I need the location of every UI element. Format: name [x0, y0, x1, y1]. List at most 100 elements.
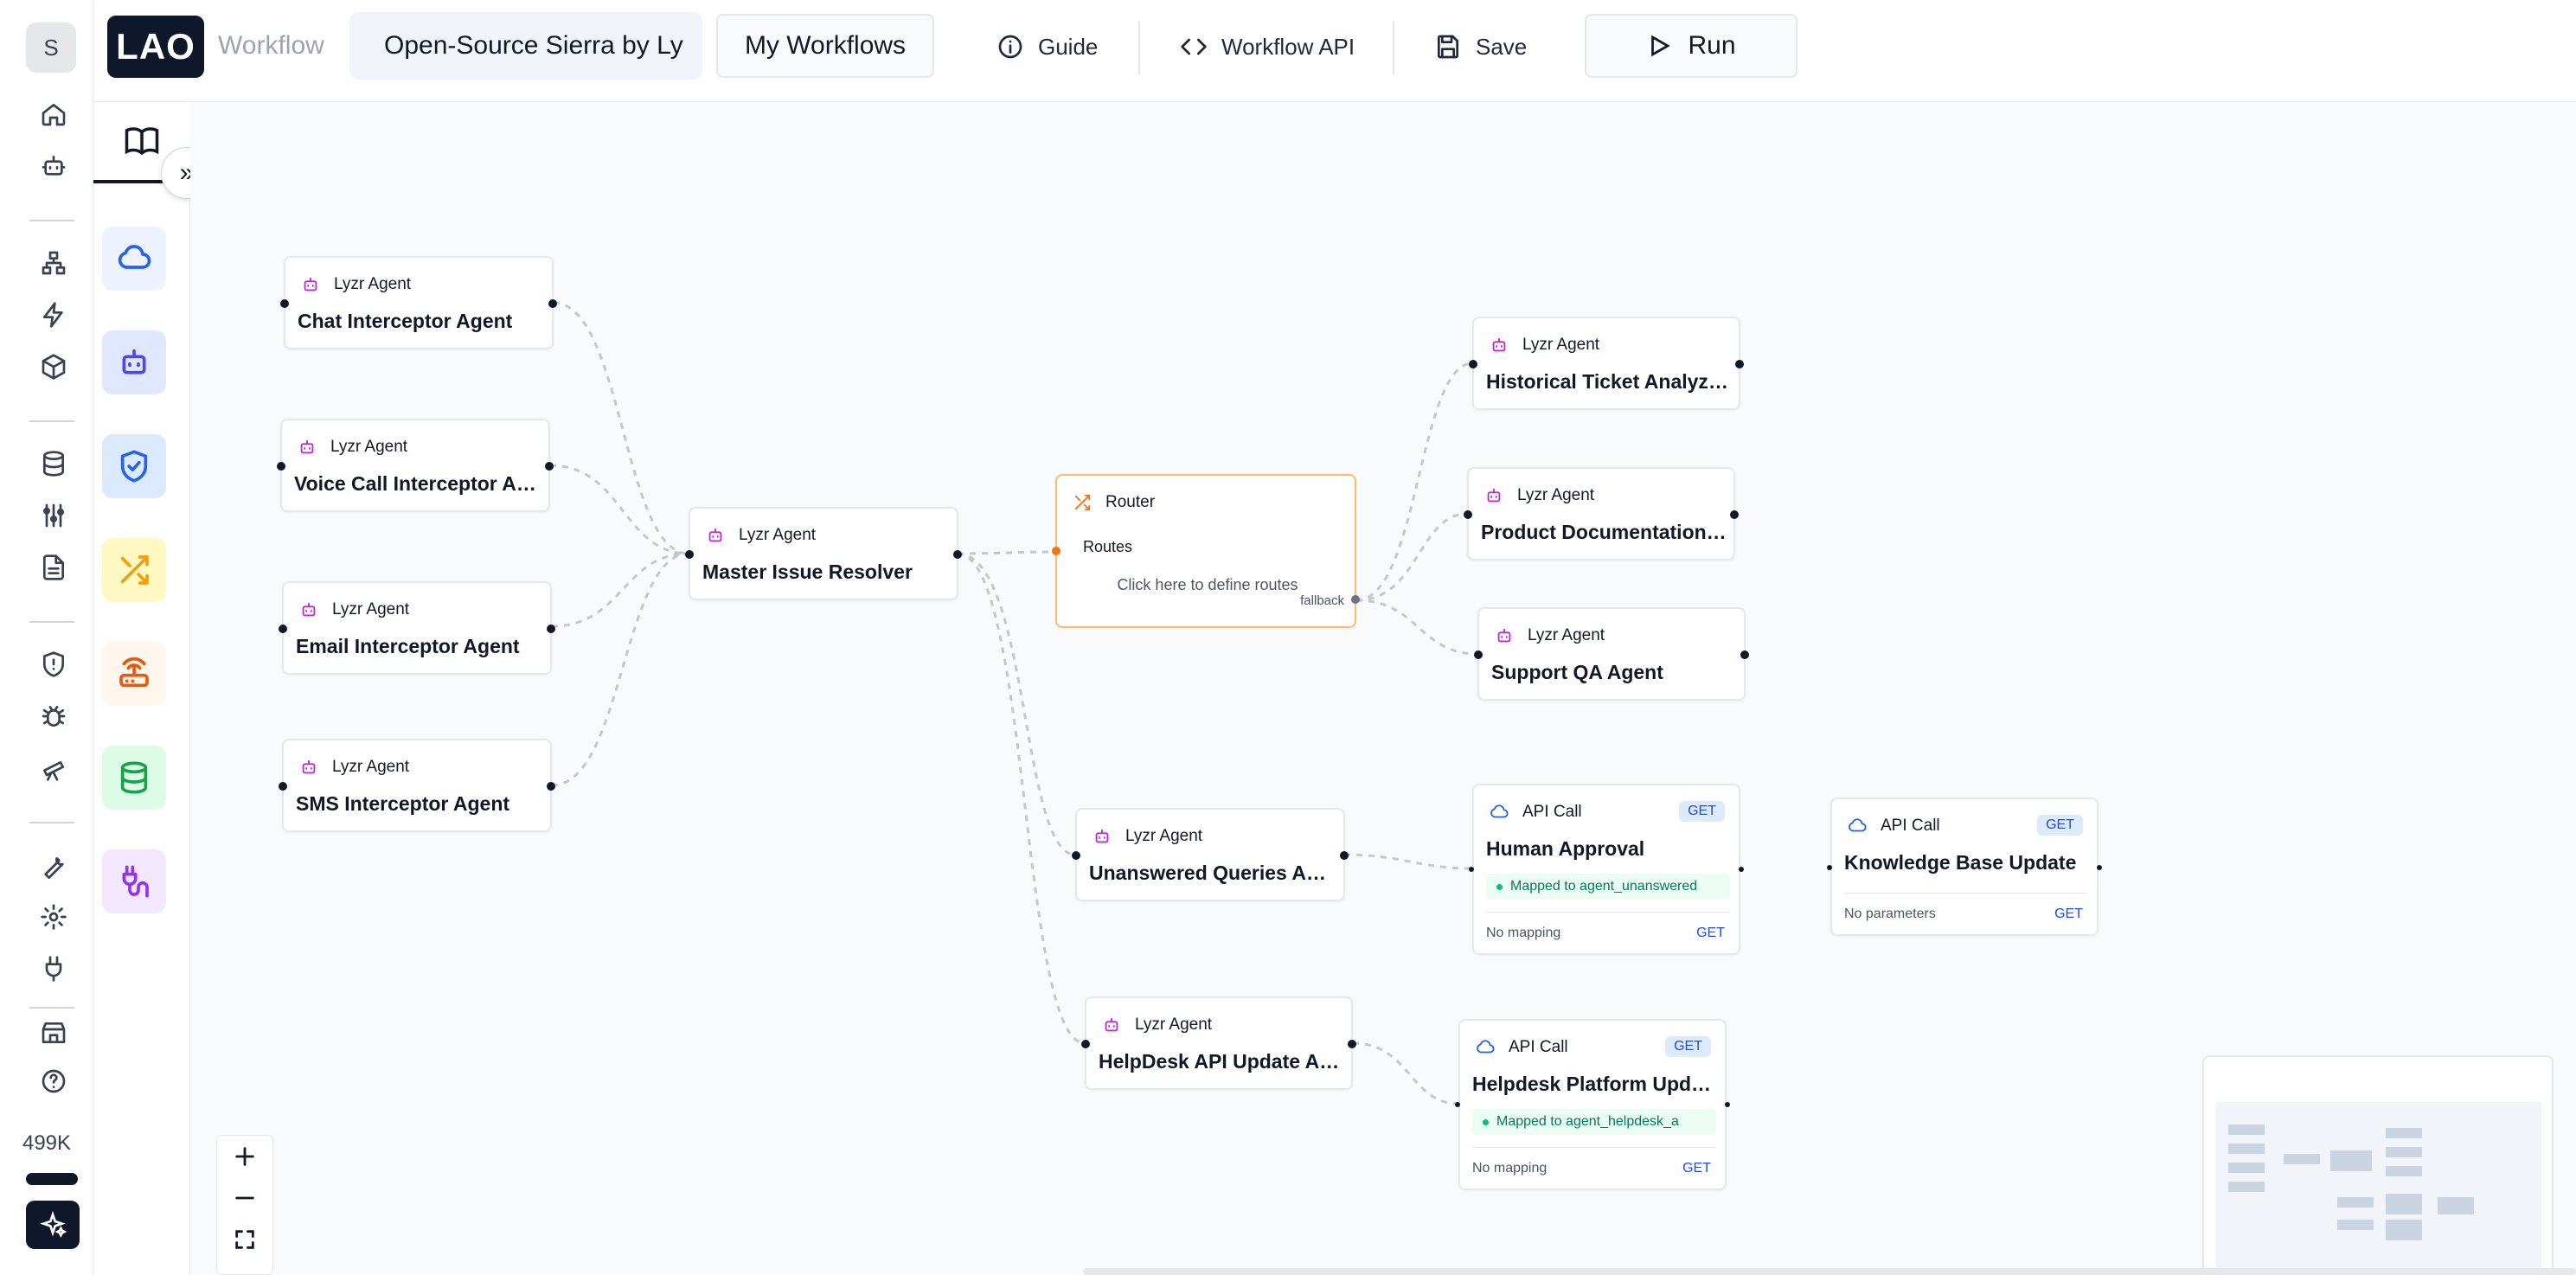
minimap-node — [2330, 1150, 2372, 1171]
database-icon[interactable] — [102, 746, 166, 810]
edge — [1355, 599, 1478, 656]
cloud-icon[interactable] — [102, 227, 166, 291]
define-routes-link[interactable]: Click here to define routes — [1117, 576, 1298, 593]
fit-view-button[interactable] — [217, 1219, 272, 1260]
store-icon[interactable] — [36, 1016, 71, 1050]
agent-node-master[interactable]: Lyzr Agent Master Issue Resolver — [685, 507, 962, 600]
node-header: Lyzr Agent — [299, 758, 409, 777]
shuffle-icon[interactable] — [102, 538, 166, 602]
minimap[interactable] — [2202, 1055, 2554, 1275]
input-handle[interactable] — [279, 625, 287, 633]
node-header: Lyzr Agent — [1484, 486, 1594, 505]
input-handle[interactable] — [280, 299, 289, 308]
zap-icon[interactable] — [36, 298, 71, 332]
output-handle[interactable] — [1725, 1102, 1730, 1107]
api-node-human-approval[interactable]: API Call GET Human Approval Mapped to ag… — [1469, 784, 1744, 955]
node-type-label: Lyzr Agent — [332, 758, 410, 776]
guide-button[interactable]: Guide — [996, 26, 1098, 67]
breadcrumb[interactable]: Workflow — [218, 31, 324, 60]
bot-icon[interactable] — [36, 149, 71, 183]
agent-node-unanswered[interactable]: Lyzr Agent Unanswered Queries Analyzer — [1072, 808, 1349, 901]
output-handle[interactable] — [2097, 865, 2102, 870]
agent-node-sms[interactable]: Lyzr Agent SMS Interceptor Agent — [279, 739, 555, 832]
bot-icon[interactable] — [102, 330, 166, 394]
input-handle[interactable] — [1052, 547, 1061, 555]
input-handle[interactable] — [1469, 867, 1474, 872]
input-handle[interactable] — [1469, 360, 1477, 368]
output-handle[interactable] — [1340, 851, 1349, 860]
workflow-api-button[interactable]: Workflow API — [1180, 26, 1355, 67]
agent-node-voice[interactable]: Lyzr Agent Voice Call Interceptor Agent — [277, 419, 554, 512]
input-handle[interactable] — [1474, 650, 1483, 659]
cog-icon[interactable] — [36, 900, 71, 934]
zoom-out-button[interactable] — [217, 1177, 272, 1219]
logo[interactable]: LAO — [107, 16, 204, 78]
shield-icon[interactable] — [36, 647, 71, 682]
input-handle[interactable] — [1081, 1040, 1090, 1048]
input-handle[interactable] — [279, 782, 287, 791]
workflow-name-field[interactable]: Open-Source Sierra by Ly — [349, 12, 702, 80]
sliders-icon[interactable] — [36, 498, 71, 533]
node-header: Lyzr Agent — [298, 438, 407, 457]
mapping-badge: Mapped to agent_unanswered — [1486, 874, 1730, 900]
agent-node-support[interactable]: Lyzr Agent Support QA Agent — [1474, 607, 1749, 701]
help-icon[interactable] — [36, 1064, 71, 1099]
output-handle[interactable] — [1735, 360, 1744, 368]
router-node[interactable]: Router Routes Click here to define route… — [1052, 474, 1360, 628]
agent-node-chat[interactable]: Lyzr Agent Chat Interceptor Agent — [280, 256, 557, 349]
document-icon[interactable] — [36, 550, 71, 585]
cube-icon[interactable] — [36, 349, 71, 384]
node-title: Helpdesk Platform Update — [1472, 1073, 1718, 1095]
code-icon — [1181, 38, 1207, 55]
bug-icon[interactable] — [36, 699, 71, 734]
output-handle[interactable] — [1740, 650, 1749, 659]
avatar[interactable]: S — [26, 22, 76, 73]
output-handle[interactable] — [1348, 1040, 1356, 1048]
workflow-canvas[interactable] — [190, 102, 2576, 1275]
shield-check-icon[interactable] — [102, 434, 166, 498]
my-workflows-button[interactable]: My Workflows — [716, 14, 934, 78]
horizontal-scrollbar[interactable] — [1083, 1268, 2576, 1275]
input-handle[interactable] — [1072, 851, 1080, 860]
output-handle[interactable] — [953, 550, 962, 559]
sparkle-icon[interactable] — [26, 1201, 80, 1249]
output-handle[interactable] — [1730, 510, 1739, 519]
plug-icon[interactable] — [102, 849, 166, 913]
output-handle[interactable] — [547, 625, 555, 633]
home-icon[interactable] — [36, 97, 71, 131]
agent-node-email[interactable]: Lyzr Agent Email Interceptor Agent — [279, 581, 555, 675]
divider — [1844, 893, 2088, 894]
input-handle[interactable] — [1827, 865, 1832, 870]
sitemap-icon[interactable] — [36, 246, 71, 280]
router-icon[interactable] — [102, 642, 166, 706]
edge — [957, 552, 1076, 856]
telescope-icon[interactable] — [36, 751, 71, 785]
save-button[interactable]: Save — [1434, 26, 1527, 67]
api-node-helpdesk-platform[interactable]: API Call GET Helpdesk Platform Update Ma… — [1455, 1019, 1730, 1190]
agent-node-product[interactable]: Lyzr Agent Product Documentation Agent — [1464, 467, 1739, 561]
agent-node-historical[interactable]: Lyzr Agent Historical Ticket Analyzer Ag… — [1469, 317, 1744, 410]
input-handle[interactable] — [1464, 510, 1472, 519]
bot-icon — [302, 602, 316, 617]
topbar-divider — [1393, 21, 1394, 74]
zoom-controls — [216, 1135, 273, 1275]
input-handle[interactable] — [277, 462, 285, 471]
edge — [1355, 362, 1473, 602]
run-button[interactable]: Run — [1585, 14, 1797, 78]
input-handle[interactable] — [685, 550, 694, 559]
api-node-knowledge-base[interactable]: API Call GET Knowledge Base Update No pa… — [1827, 798, 2102, 936]
output-handle[interactable] — [547, 782, 555, 791]
wrench-icon[interactable] — [36, 848, 71, 882]
output-handle[interactable] — [545, 462, 554, 471]
input-handle[interactable] — [1455, 1102, 1460, 1107]
output-handle[interactable] — [1739, 867, 1744, 872]
output-handle[interactable] — [548, 299, 557, 308]
edge — [957, 550, 1058, 555]
fallback-handle[interactable] — [1351, 595, 1360, 604]
plug-icon[interactable] — [36, 951, 71, 986]
zoom-in-button[interactable] — [217, 1136, 272, 1177]
edge — [1343, 853, 1473, 870]
database-icon[interactable] — [36, 446, 71, 481]
agent-node-helpdesk[interactable]: Lyzr Agent HelpDesk API Update Agent — [1081, 996, 1356, 1090]
bot-icon — [1492, 337, 1506, 352]
